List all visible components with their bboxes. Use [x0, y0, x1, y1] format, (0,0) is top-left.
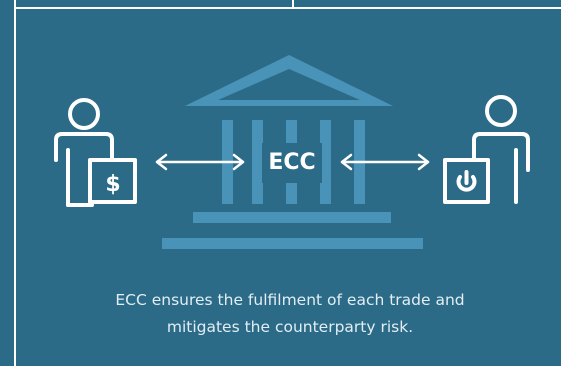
- ecc-label: ECC: [262, 143, 322, 183]
- caption-line-2: mitigates the counterparty risk.: [166, 318, 414, 336]
- frame: [14, 0, 561, 366]
- caption-line-1: ECC ensures the fulfilment of each trade…: [115, 291, 465, 309]
- double-arrow-icon: [340, 153, 430, 171]
- dollar-icon: $: [105, 172, 120, 197]
- double-arrow-icon: [155, 153, 245, 171]
- person-with-power-box-icon: [443, 95, 530, 204]
- caption: ECC ensures the fulfilment of each trade…: [40, 287, 540, 341]
- person-with-cash-icon: [54, 98, 137, 207]
